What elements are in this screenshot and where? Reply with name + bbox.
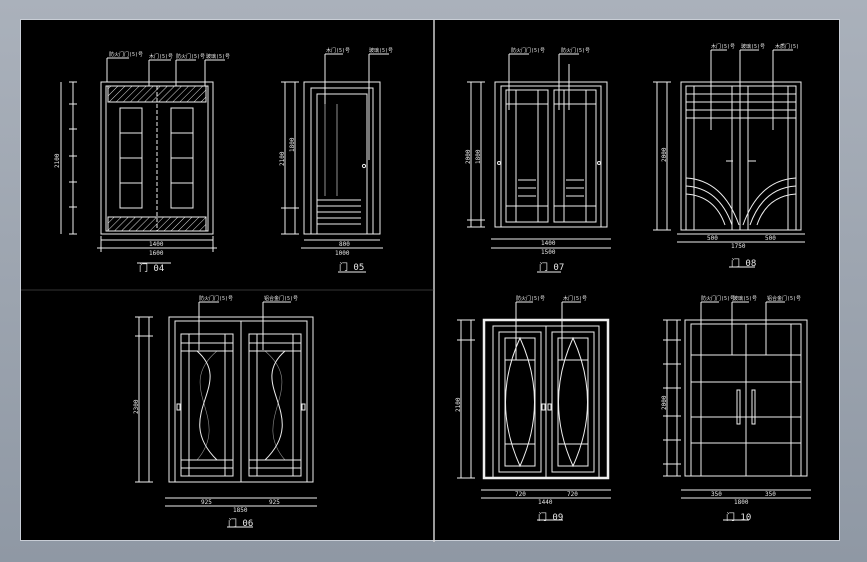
door-10-elevation[interactable] — [663, 301, 811, 521]
door-04-note-a: 防火门门(5)号 — [109, 51, 143, 58]
door-10-height-dim: 2000 — [661, 395, 668, 410]
door-07-height-dim-2: 1800 — [475, 149, 482, 164]
door-06-elevation[interactable] — [135, 301, 317, 528]
door-10-note-a: 防火门门(5)号 — [701, 295, 735, 302]
door-07-height-dim: 2000 — [465, 149, 472, 164]
door-07-width-inner: 1400 — [541, 240, 556, 247]
door-04-height-dim: 2100 — [54, 153, 61, 168]
door-10-note-c: 铝合金门(5)号 — [767, 295, 801, 302]
door-08-elevation[interactable] — [653, 49, 805, 268]
door-04-note-c: 防火门(5)号 — [176, 53, 205, 60]
door-09-elevation[interactable] — [457, 301, 611, 521]
door-10-width-left: 350 — [711, 491, 722, 498]
door-06-width-total: 1850 — [233, 507, 248, 514]
door-10-width-total: 1800 — [734, 499, 749, 506]
door-07-note-a: 防火门门(5)号 — [511, 47, 545, 54]
door-09-title: 门 09 — [538, 511, 563, 523]
door-08-title: 门 08 — [731, 257, 756, 269]
door-07-note-b: 防火门(5)号 — [561, 47, 590, 54]
door-06-note-b: 铝合金门(5)号 — [264, 295, 298, 302]
door-08-note-b: 玻璃(5)号 — [741, 43, 765, 50]
door-04-title: 门 04 — [139, 262, 164, 274]
door-06-note-a: 防火门门(5)号 — [199, 295, 233, 302]
door-10-note-b: 玻璃(5)号 — [733, 295, 757, 302]
door-09-height-dim: 2100 — [455, 397, 462, 412]
door-09-width-left: 720 — [515, 491, 526, 498]
door-07-elevation[interactable] — [467, 53, 611, 273]
door-06-title: 门 06 — [228, 517, 253, 529]
door-10-width-right: 350 — [765, 491, 776, 498]
door-04-note-d: 玻璃(5)号 — [206, 53, 230, 60]
door-10-title: 门 10 — [726, 511, 751, 523]
cad-drawing: 2100 1400 1600 防火门门(5)号 木门(5)号 防火门(5)号 玻… — [21, 20, 811, 542]
door-09-note-a: 防火门(5)号 — [516, 295, 545, 302]
door-05-note-a: 木门(5)号 — [326, 47, 350, 54]
door-06-width-left: 925 — [201, 499, 212, 506]
door-05-title: 门 05 — [339, 261, 364, 273]
door-07-width-outer: 1500 — [541, 249, 556, 256]
door-09-note-b: 木门(5)号 — [563, 295, 587, 302]
door-04-width-inner: 1400 — [149, 241, 164, 248]
door-08-height-dim: 2000 — [661, 147, 668, 162]
door-06-height-dim: 2300 — [133, 399, 140, 414]
drawing-canvas[interactable]: 2100 1400 1600 防火门门(5)号 木门(5)号 防火门(5)号 玻… — [20, 19, 840, 542]
door-05-height-dim: 2100 — [279, 151, 286, 166]
door-05-elevation[interactable] — [281, 53, 389, 273]
door-04-note-b: 木门(5)号 — [149, 53, 173, 60]
door-05-height-dim-2: 1800 — [289, 137, 296, 152]
door-07-title: 门 07 — [539, 261, 564, 273]
door-08-note-c: 木质门(5) — [775, 43, 799, 50]
door-08-width-left: 500 — [707, 235, 718, 242]
door-06-width-right: 925 — [269, 499, 280, 506]
door-09-width-right: 720 — [567, 491, 578, 498]
door-08-note-a: 木门(5)号 — [711, 43, 735, 50]
door-04-elevation[interactable] — [60, 57, 225, 264]
door-04-width-outer: 1600 — [149, 250, 164, 257]
door-05-note-b: 玻璃(5)号 — [369, 47, 393, 54]
door-09-width-total: 1440 — [538, 499, 553, 506]
door-05-width-outer: 1000 — [335, 250, 350, 257]
door-08-width-right: 500 — [765, 235, 776, 242]
door-05-width-inner: 800 — [339, 241, 350, 248]
door-08-width-total: 1750 — [731, 243, 746, 250]
